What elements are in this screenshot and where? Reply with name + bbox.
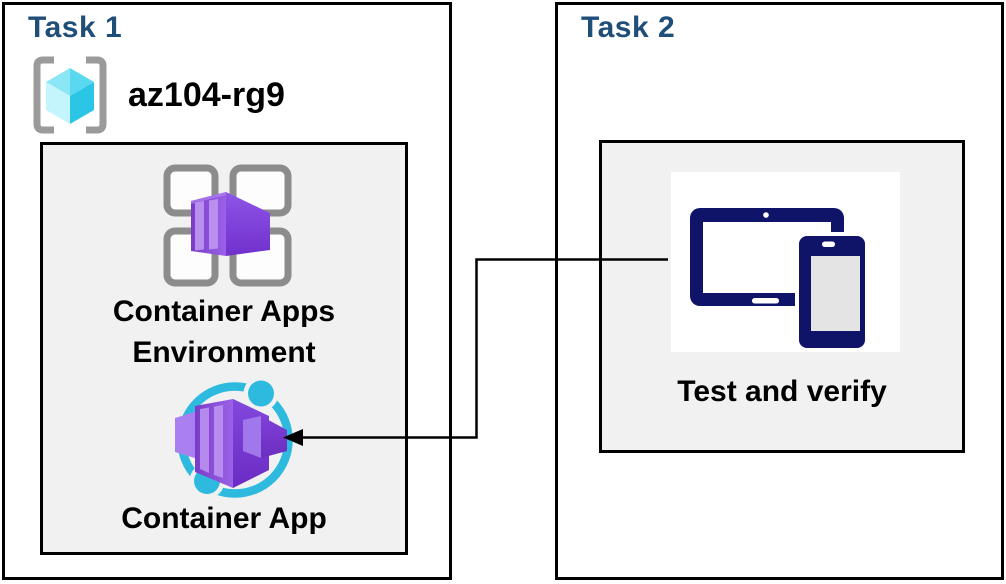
env-label-line2: Environment	[132, 336, 316, 369]
task1-inner-box: Container Apps Environment	[40, 142, 408, 555]
container-apps-environment-label: Container Apps Environment	[43, 291, 405, 373]
resource-group-name: az104-rg9	[128, 75, 285, 114]
container-apps-environment-icon	[161, 164, 293, 291]
resource-group-icon	[30, 55, 110, 135]
container-app-icon	[173, 376, 297, 499]
container-app-label: Container App	[121, 502, 327, 535]
task1-box: Task 1 az104-rg9	[2, 2, 452, 580]
test-and-verify-panel	[671, 172, 900, 352]
task2-title: Task 2	[581, 11, 676, 44]
task2-box: Task 2 Test and verify	[555, 2, 1004, 580]
tablet-phone-icon	[671, 172, 900, 352]
task1-title: Task 1	[28, 11, 123, 44]
test-and-verify-label: Test and verify	[677, 375, 887, 408]
resource-group: az104-rg9	[30, 55, 285, 135]
task2-inner-box: Test and verify	[599, 140, 965, 453]
env-label-line1: Container Apps	[112, 295, 336, 328]
